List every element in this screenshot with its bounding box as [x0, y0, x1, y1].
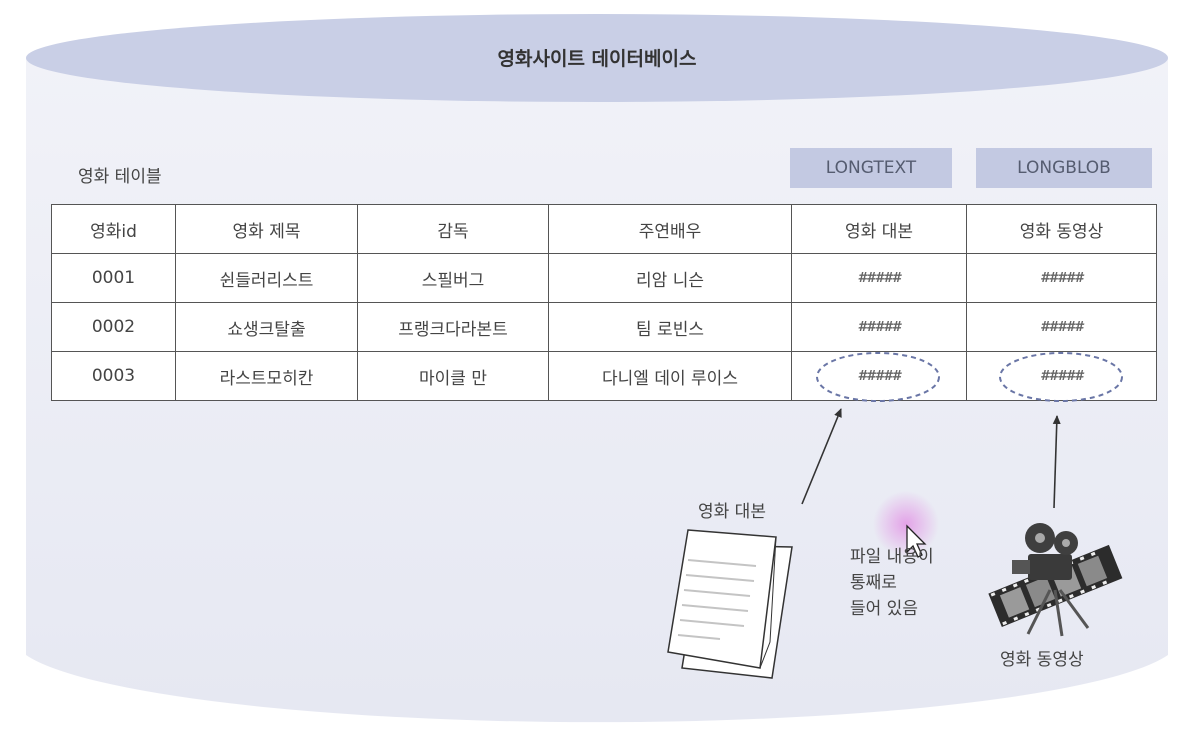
whole-file-note-line: 파일 내용이 [850, 547, 934, 567]
header-movie-script: 영화 대본 [791, 204, 967, 254]
cell-director: 프랭크다라본트 [357, 302, 549, 352]
whole-file-note-line: 들어 있음 [850, 599, 918, 619]
whole-file-note-line: 통째로 [850, 573, 897, 593]
cell-movie-id: 0003 [51, 351, 176, 401]
table-label: 영화 테이블 [78, 167, 162, 187]
cell-lead-actor: 리암 니슨 [548, 253, 792, 303]
longblob-type-tag: LONGBLOB [976, 148, 1152, 188]
cell-director: 마이클 만 [357, 351, 549, 401]
database-title: 영화사이트 데이터베이스 [497, 48, 697, 70]
header-movie-id: 영화id [51, 204, 176, 254]
header-director: 감독 [357, 204, 549, 254]
cell-movie-script: ##### [791, 351, 967, 401]
cell-movie-script: ##### [791, 253, 967, 303]
cell-movie-title: 라스트모히칸 [175, 351, 358, 401]
cell-lead-actor: 다니엘 데이 루이스 [548, 351, 792, 401]
header-movie-title: 영화 제목 [175, 204, 358, 254]
table-row: 0003 라스트모히칸 마이클 만 다니엘 데이 루이스 ##### ##### [51, 351, 1157, 401]
cell-movie-title: 쉰들러리스트 [175, 253, 358, 303]
movie-table: 영화id 영화 제목 감독 주연배우 영화 대본 영화 동영상 0001 쉰들러… [51, 204, 1157, 401]
table-header-row: 영화id 영화 제목 감독 주연배우 영화 대본 영화 동영상 [51, 204, 1157, 254]
header-movie-video: 영화 동영상 [966, 204, 1157, 254]
cell-movie-id: 0001 [51, 253, 176, 303]
cell-director: 스필버그 [357, 253, 549, 303]
whole-file-note: 파일 내용이 통째로 들어 있음 [850, 544, 934, 622]
table-row: 0002 쇼생크탈출 프랭크다라본트 팀 로빈스 ##### ##### [51, 302, 1157, 352]
cell-movie-video: ##### [966, 351, 1157, 401]
cell-movie-script: ##### [791, 302, 967, 352]
cylinder-top [26, 14, 1168, 102]
longtext-type-tag: LONGTEXT [790, 148, 952, 188]
script-file-label: 영화 대본 [698, 502, 766, 522]
cell-movie-id: 0002 [51, 302, 176, 352]
cell-movie-video: ##### [966, 253, 1157, 303]
cell-movie-title: 쇼생크탈출 [175, 302, 358, 352]
header-lead-actor: 주연배우 [548, 204, 792, 254]
video-file-label: 영화 동영상 [1000, 650, 1084, 670]
table-row: 0001 쉰들러리스트 스필버그 리암 니슨 ##### ##### [51, 253, 1157, 303]
cell-movie-video: ##### [966, 302, 1157, 352]
cell-lead-actor: 팀 로빈스 [548, 302, 792, 352]
